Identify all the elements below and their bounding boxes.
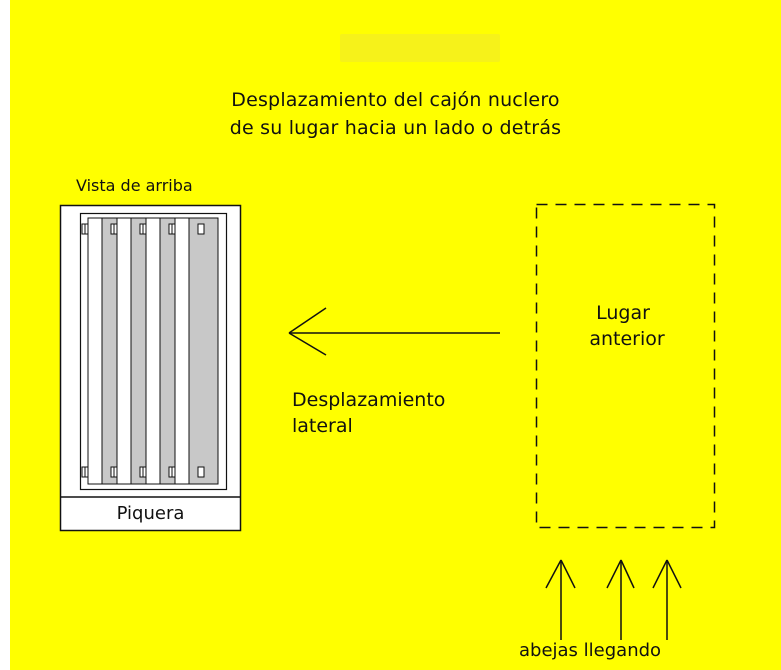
comb-gray-4 (188, 217, 219, 485)
lateral-arrow (288, 307, 500, 356)
title-line-2: de su lugar hacia un lado o detrás (229, 117, 562, 139)
diagram-drawing (59, 203, 716, 640)
arrow-label-line-1: Desplazamiento (292, 389, 446, 411)
bee-arrows (545, 559, 682, 640)
previous-place-line-2: anterior (589, 328, 665, 350)
previous-place-label: Lugar anterior (567, 300, 687, 352)
diagram-title: Desplazamiento del cajón nuclero de su l… (10, 86, 781, 142)
faint-smudge (340, 34, 500, 62)
top-view-label: Vista de arriba (76, 176, 193, 195)
entrance-label: Piquera (116, 503, 185, 524)
comb-gray-1 (101, 217, 118, 485)
previous-place-line-1: Lugar (596, 302, 650, 324)
arrow-label-line-2: lateral (292, 415, 353, 437)
arrow-label: Desplazamiento lateral (292, 387, 445, 439)
comb-frame-2 (116, 217, 132, 485)
comb-frame-3 (145, 217, 161, 485)
comb-frame-4 (174, 217, 190, 485)
comb-frames (87, 217, 219, 485)
frame-lugs-top (81, 223, 205, 235)
frame-lugs-bottom (81, 466, 205, 478)
diagram-canvas: Desplazamiento del cajón nuclero de su l… (10, 0, 781, 670)
title-line-1: Desplazamiento del cajón nuclero (231, 89, 560, 111)
comb-frame-1 (87, 217, 103, 485)
previous-place-box (535, 203, 716, 529)
bees-label: abejas llegando (519, 640, 662, 661)
comb-gray-3 (159, 217, 176, 485)
comb-gray-2 (130, 217, 147, 485)
